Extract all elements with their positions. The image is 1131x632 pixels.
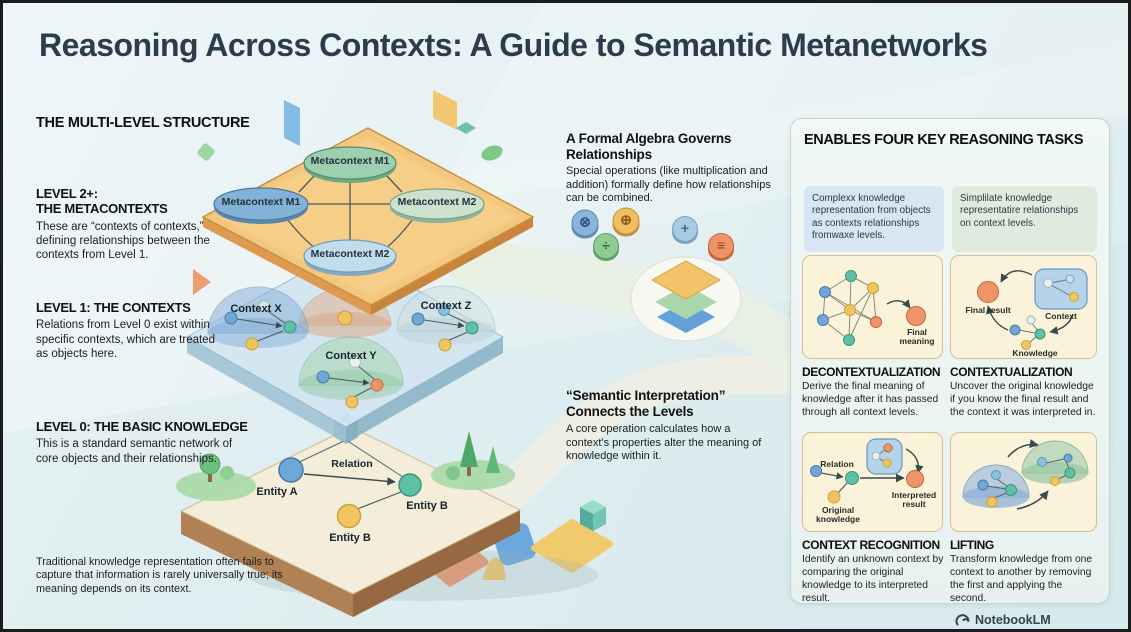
confetti: [193, 90, 613, 587]
decontextualization-title: DECONTEXTUALIZATION: [802, 365, 941, 379]
divide-coin-symbol: ÷: [602, 237, 610, 253]
contextualization-body: Uncover the original knowledge if you kn…: [950, 381, 1096, 418]
context-label: Context: [1045, 311, 1077, 321]
interpretation-body: A core operation calculates how a contex…: [566, 423, 762, 463]
notebooklm-brand: NotebookLM: [955, 612, 1051, 628]
context-dome-label: Context Z: [420, 300, 472, 312]
level1-title-line1: LEVEL 1: THE CONTEXTS: [36, 300, 191, 315]
metacontext-layer: [201, 127, 535, 315]
level0-body: This is a standard semantic network of c…: [36, 438, 233, 465]
context-dome-label: Context Y: [325, 350, 377, 362]
metacontext-node-label: Metacontext M2: [397, 196, 477, 209]
context-recognition-title: CONTEXT RECOGNITION: [802, 538, 940, 552]
interpretation-heading-line1: “Semantic Interpretation”: [566, 388, 726, 403]
metacontext-node-label: Metacontext M1: [310, 155, 390, 168]
knowledge-label: Knowledge: [1012, 348, 1058, 358]
entity-a-label: Entity A: [256, 486, 298, 498]
entity-b2-label: Entity B: [329, 532, 371, 544]
notebooklm-logo-icon: [955, 614, 970, 626]
level2-title-line1: LEVEL 2+:: [36, 186, 98, 201]
contextualization-graphic: [977, 268, 1088, 350]
relation-label: Relation: [331, 458, 373, 470]
summary-box-simplify: Simplilate knowledge representatire rela…: [952, 186, 1097, 252]
context-recognition-illustration: Relation Original knowledge Interpreted …: [802, 432, 943, 532]
notebooklm-brand-text: NotebookLM: [975, 613, 1051, 627]
lifting-illustration: [950, 432, 1097, 532]
relation-mini-label: Relation: [820, 459, 854, 469]
tensor-coin-symbol: ⊗: [579, 213, 591, 230]
equiv-coin-symbol: ≡: [716, 237, 726, 253]
footnote: Traditional knowledge representation oft…: [36, 556, 283, 595]
context-recognition-graphic: [810, 438, 924, 504]
level0-section: LEVEL 0: THE BASIC KNOWLEDGE This is a s…: [36, 419, 286, 466]
algebra-heading-line1: A Formal Algebra Governs: [566, 131, 732, 146]
metacontext-node-label: Metacontext M2: [310, 248, 390, 261]
knowledge-layer: [176, 413, 598, 617]
level1-section: LEVEL 1: THE CONTEXTS Relations from Lev…: [36, 300, 276, 361]
final-meaning-label: Final meaning: [899, 327, 935, 346]
page-title: Reasoning Across Contexts: A Guide to Se…: [39, 27, 988, 63]
interpretation-heading: “Semantic Interpretation” Connects the L…: [566, 388, 725, 420]
decontextualization-illustration: Final meaning: [802, 255, 943, 359]
context-recognition-body: Identify an unknown context by comparing…: [802, 554, 944, 604]
final-result-label: Final result: [965, 305, 1011, 315]
interpreted-result-label: Interpreted result: [891, 490, 937, 509]
original-knowledge-label: Original knowledge: [816, 505, 860, 524]
decontextualization-body: Derive the final meaning of knowledge af…: [802, 381, 939, 418]
oplus-coin-symbol: ⊕: [620, 211, 632, 228]
level1-body: Relations from Level 0 exist within spec…: [36, 319, 215, 360]
level0-title-line1: LEVEL 0: THE BASIC KNOWLEDGE: [36, 419, 248, 434]
decontextualization-graphic: [817, 270, 926, 346]
algebra-heading: A Formal Algebra Governs Relationships: [566, 131, 731, 163]
level2-title-line2: THE METACONTEXTS: [36, 201, 168, 217]
lifting-title: LIFTING: [950, 538, 994, 552]
structure-heading: THE MULTI-LEVEL STRUCTURE: [36, 115, 250, 131]
context-layer: [185, 249, 505, 443]
context-dome-label: Context X: [230, 303, 282, 315]
lifting-graphic: [962, 439, 1089, 510]
algebra-body: Special operations (like multiplication …: [566, 165, 771, 205]
infographic-scene-svg: [3, 3, 1128, 629]
algebra-coins: [571, 207, 734, 261]
entity-b-label: Entity B: [406, 500, 448, 512]
contextualization-illustration: Final result Context Knowledge: [950, 255, 1097, 359]
summary-box-complex: Complexx knowledge representation from o…: [804, 186, 944, 252]
algebra-heading-line2: Relationships: [566, 146, 652, 162]
reasoning-tasks-panel: ENABLES FOUR KEY REASONING TASKS Complex…: [790, 118, 1110, 604]
plus-coin-symbol: +: [680, 220, 690, 236]
level2-body: These are “contexts of contexts,” defini…: [36, 220, 210, 262]
card-stack: [650, 260, 722, 333]
lifting-body: Transform knowledge from one context to …: [950, 554, 1093, 604]
tasks-panel-heading: ENABLES FOUR KEY REASONING TASKS: [804, 132, 1084, 148]
level2-section: LEVEL 2+: THE METACONTEXTS These are “co…: [36, 186, 266, 262]
metacontext-node-label: Metacontext M1: [221, 196, 301, 209]
contextualization-title: CONTEXTUALIZATION: [950, 365, 1073, 379]
interpretation-heading-line2: Connects the Levels: [566, 403, 694, 419]
